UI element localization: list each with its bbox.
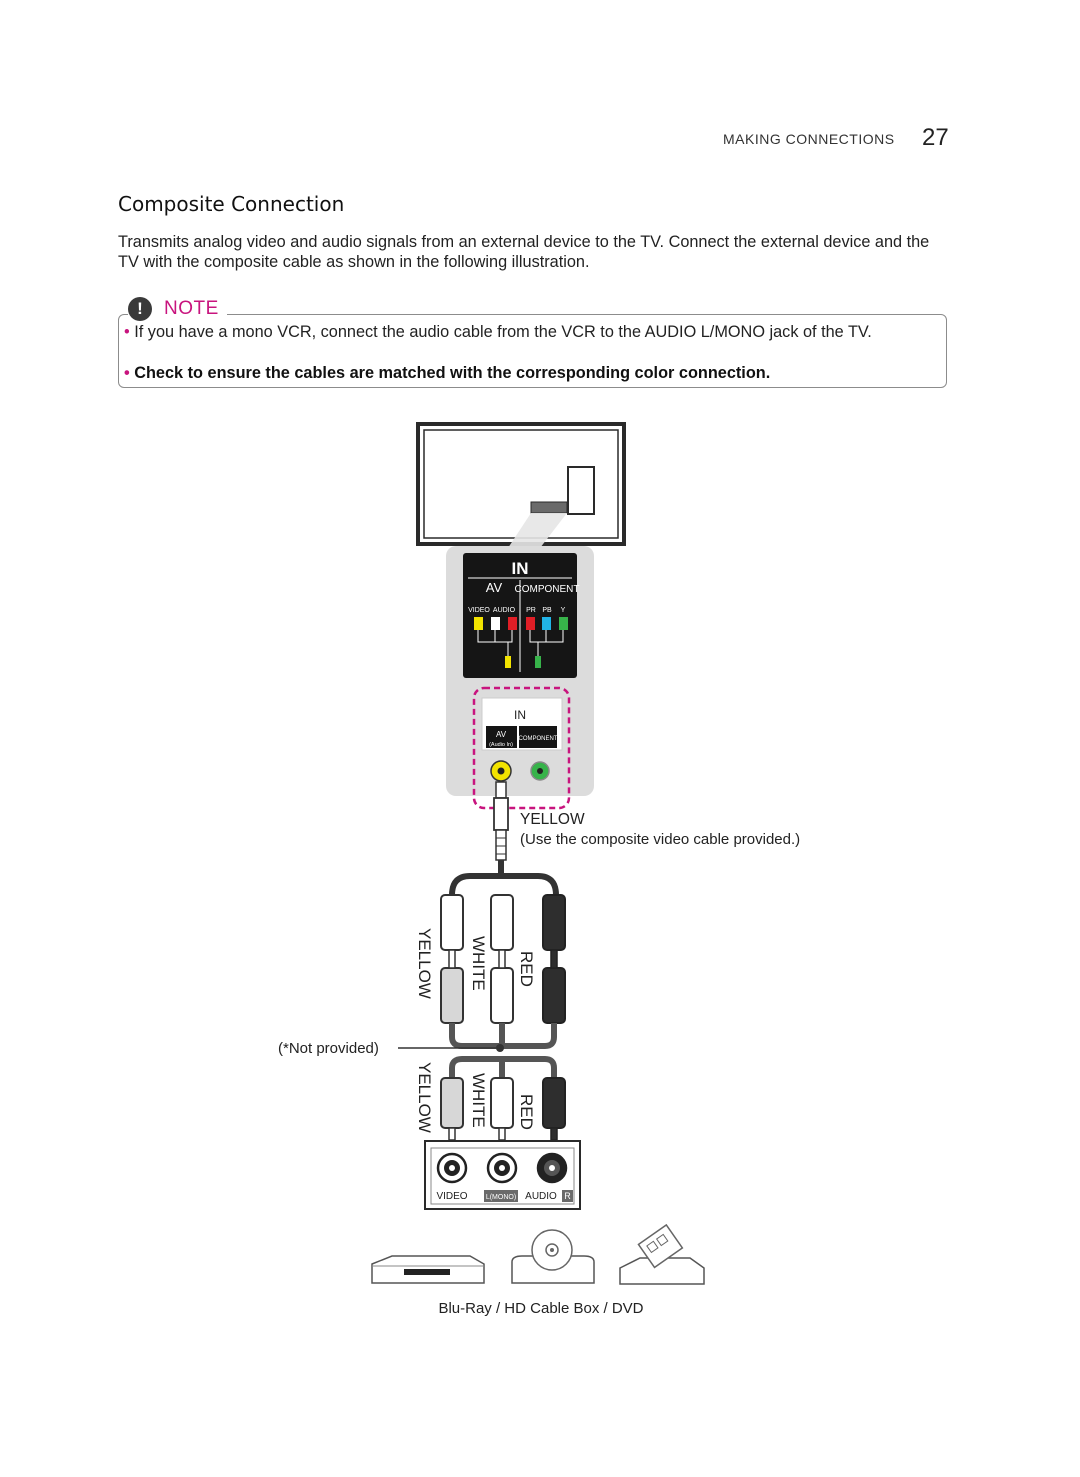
- yellow-cable-label: YELLOW: [520, 811, 585, 828]
- red-plug-label: RED: [517, 1094, 536, 1130]
- yellow-plug-label: YELLOW: [415, 928, 434, 999]
- panel-pb-label: PB: [542, 607, 552, 614]
- cable-box-icon: [511, 1229, 595, 1284]
- audio-jack-label: AUDIO: [525, 1191, 557, 1202]
- panel-in-label: IN: [512, 559, 529, 578]
- white-plug-label: WHITE: [469, 1073, 488, 1128]
- page-number: 27: [922, 124, 949, 151]
- composite-cable: [449, 781, 559, 896]
- white-jack-icon: [491, 617, 500, 630]
- blue-jack-icon: [542, 617, 551, 630]
- panel2-component-label: COMPONENT: [519, 736, 558, 742]
- red-plug-label: RED: [517, 951, 536, 987]
- note-item-text: If you have a mono VCR, connect the audi…: [134, 323, 872, 341]
- page-title: Composite Connection: [118, 192, 345, 216]
- red-jack-icon: [508, 617, 517, 630]
- panel-component-label: COMPONENT: [515, 584, 580, 595]
- note-item: • Check to ensure the cables are matched…: [124, 363, 937, 383]
- video-jack-label: VIDEO: [436, 1191, 467, 1202]
- note-header: ! NOTE: [128, 296, 227, 322]
- exclamation-icon: !: [128, 297, 152, 321]
- note-item: • If you have a mono VCR, connect the au…: [124, 322, 937, 342]
- bullet-icon: •: [124, 364, 135, 382]
- panel2-in-label: IN: [514, 708, 526, 722]
- lower-plug-set: [440, 1056, 566, 1141]
- note-label: NOTE: [164, 298, 219, 319]
- tv-illustration: [416, 422, 626, 548]
- devices-caption: Blu-Ray / HD Cable Box / DVD: [438, 1300, 643, 1317]
- tv-connection-panel: IN AV COMPONENT VIDEO AUDIO PR PB Y IN A…: [446, 546, 594, 810]
- panel-video-label: VIDEO: [468, 607, 490, 614]
- panel-y-label: Y: [561, 607, 566, 614]
- yellow-jack-icon: [474, 617, 483, 630]
- not-provided-label: (*Not provided): [278, 1040, 379, 1057]
- panel-pr-label: PR: [526, 607, 536, 614]
- note-item-text: Check to ensure the cables are matched w…: [134, 364, 771, 382]
- intro-paragraph: Transmits analog video and audio signals…: [118, 233, 930, 271]
- yellow-plug-label: YELLOW: [415, 1062, 434, 1133]
- panel2-av-label: AV: [496, 730, 507, 739]
- r-jack-label: R: [564, 1191, 571, 1201]
- green-jack-icon: [559, 617, 568, 630]
- blu-ray-player-icon: [371, 1255, 485, 1284]
- cable-caption: (Use the composite video cable provided.…: [520, 831, 800, 848]
- section-header: MAKING CONNECTIONS: [723, 131, 895, 147]
- l-mono-label: L(MONO): [486, 1194, 516, 1201]
- panel-av-label: AV: [486, 580, 503, 595]
- dvd-player-icon: [619, 1223, 705, 1285]
- note-box: [118, 314, 947, 388]
- panel2-audio-in-label: (Audio In): [489, 742, 513, 748]
- panel-audio-label: AUDIO: [493, 607, 516, 614]
- white-plug-label: WHITE: [469, 936, 488, 991]
- upper-plug-set: [440, 894, 566, 1049]
- device-jack-panel: VIDEO L(MONO) AUDIO R: [424, 1140, 581, 1210]
- bullet-icon: •: [124, 323, 135, 341]
- red-jack-icon: [526, 617, 535, 630]
